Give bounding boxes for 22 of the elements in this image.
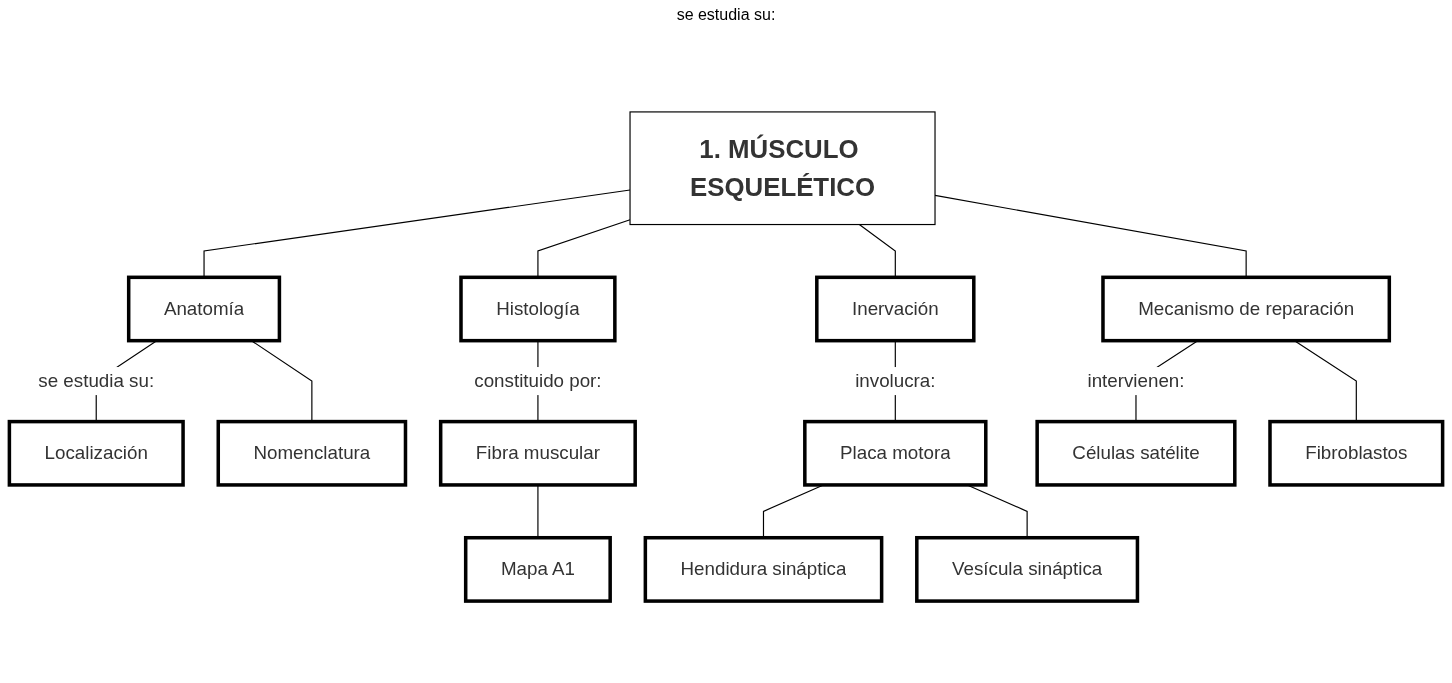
connector xyxy=(537,219,631,278)
connector xyxy=(203,189,631,278)
connector xyxy=(858,223,896,278)
node-box: Anatomía xyxy=(126,275,282,343)
node-box: Histología xyxy=(459,275,617,343)
node-box: Células satélite xyxy=(1035,419,1237,487)
edge-label: involucra: xyxy=(855,370,936,391)
node-box: Mecanismo de reparación xyxy=(1101,275,1392,343)
node-box: Placa motora xyxy=(803,419,988,487)
node-box: Mapa A1 xyxy=(463,535,612,603)
node-box: 1. MÚSCULO ESQUELÉTICO xyxy=(629,111,936,226)
edge-label: intervienen: xyxy=(1087,370,1185,391)
edge-label: constituido por: xyxy=(474,370,602,391)
node-box: Inervación xyxy=(815,275,976,343)
node-box: Fibroblastos xyxy=(1268,419,1445,487)
node-box: Hendidura sináptica xyxy=(643,535,884,603)
node-box: Localización xyxy=(7,419,185,487)
edge-label: se estudia su: xyxy=(38,370,155,391)
note-text: se estudia su: xyxy=(676,6,776,23)
node-box: Vesícula sináptica xyxy=(915,535,1140,603)
node-box: Nomenclatura xyxy=(216,419,408,487)
node-box: Fibra muscular xyxy=(438,419,637,487)
